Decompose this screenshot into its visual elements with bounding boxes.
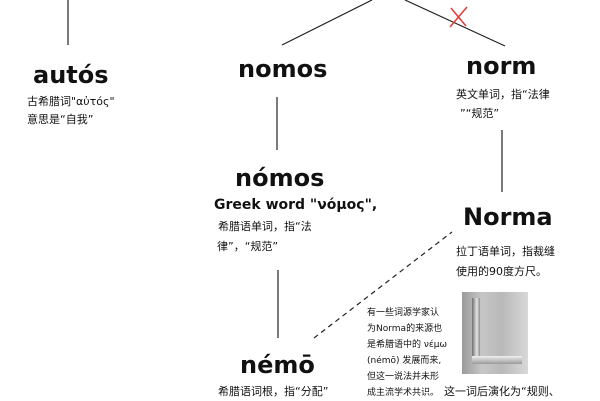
node-norma-heading: Norma: [463, 203, 553, 231]
node-nomos-greek-line1: Greek word "νόμος",: [214, 197, 378, 213]
node-autos-line1: 古希腊词"αὐτός": [27, 95, 115, 108]
connector-dashed-nemo-to-norma: [313, 231, 453, 339]
node-nemo-heading: némō: [240, 351, 315, 379]
note-line-3: 是希腊语中的 νέμω: [367, 340, 448, 350]
node-norm-heading: norm: [466, 52, 537, 80]
node-autos-line2: 意思是“自我”: [27, 113, 94, 126]
node-autos-heading: autós: [33, 61, 109, 89]
node-nomos-heading: nomos: [238, 55, 328, 83]
note-line-6: 成主流学术共识。: [367, 388, 440, 398]
note-line-5: 但这一说法并未形: [367, 372, 440, 382]
node-norma-line2: 使用的90度方尺。: [456, 265, 547, 278]
node-norm-line2: ”“规范”: [460, 107, 500, 120]
node-nomos-greek-heading: nómos: [235, 164, 325, 192]
node-nomos-greek-line3: 律”，“规范”: [217, 240, 279, 253]
node-norma-line1: 拉丁语单词，指裁缝: [456, 245, 555, 258]
connector-root-to-nomos: [281, 0, 373, 46]
square-vertical-arm: [472, 298, 480, 364]
node-nomos-greek-line2: 希腊语单词，指“法: [218, 220, 312, 233]
connector-root-to-norm: [404, 0, 506, 47]
node-norm-line1: 英文单词，指“法律: [456, 88, 550, 101]
norma-evolution-caption: 这一词后演化为“规则、: [444, 385, 560, 398]
note-line-1: 有一些词源学家认: [367, 308, 440, 318]
note-line-4: (némō) 发展而来,: [367, 356, 442, 366]
square-horizontal-arm: [472, 356, 522, 364]
note-line-2: 为Norma的来源也: [367, 324, 443, 334]
rejected-link-cross-icon: [449, 6, 468, 28]
node-nemo-line1: 希腊语词根，指“分配”: [218, 385, 329, 398]
